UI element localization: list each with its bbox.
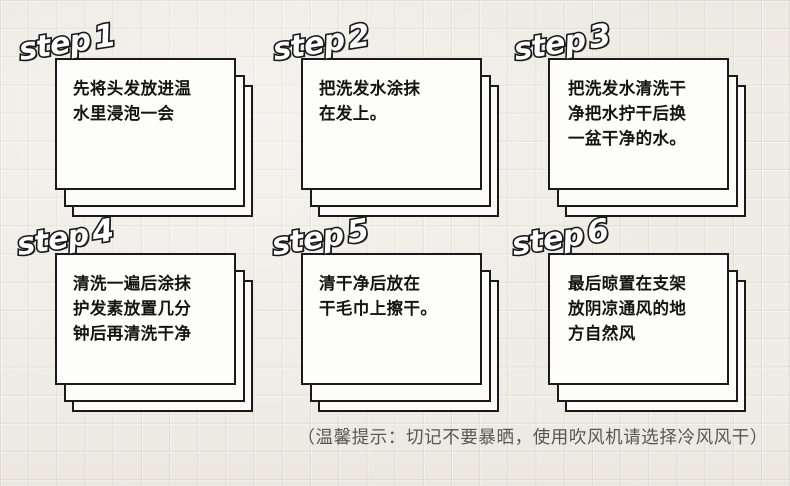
card-front-6 xyxy=(548,253,729,385)
step-label-number-1: 1 xyxy=(90,16,120,58)
step-text-3: 把洗发水清洗干 净把水拧干后换 一盆干净的水。 xyxy=(568,79,687,148)
step-card-2: 把洗发水涂抹 在发上。 step2 xyxy=(269,16,547,258)
card-front-2 xyxy=(301,58,482,190)
step-card-3: 把洗发水清洗干 净把水拧干后换 一盆干净的水。 step3 xyxy=(510,16,790,258)
step-text-5: 清干净后放在 干毛巾上擦干。 xyxy=(319,274,438,318)
step-card-1: 先将头发放进温 水里浸泡一会 step1 xyxy=(15,16,301,258)
step-card-5: 清干净后放在 干毛巾上擦干。 step5 xyxy=(268,211,547,453)
step-label-number-5: 5 xyxy=(343,211,373,253)
step-text-4: 清洗一遍后涂抹 护发素放置几分 钟后再清洗干净 xyxy=(73,274,192,343)
step-text-6: 最后晾置在支架 放阴凉通风的地 方自然风 xyxy=(568,274,687,343)
step-card-4: 清洗一遍后涂抹 护发素放置几分 钟后再清洗干净 step4 xyxy=(13,211,301,453)
card-front-4 xyxy=(55,253,236,385)
footer-tip-note: （温馨提示：切记不要暴晒，使用吹风机请选择冷风风干） xyxy=(297,428,768,448)
card-front-1 xyxy=(55,58,236,190)
step-label-number-2: 2 xyxy=(344,16,374,58)
step-label-number-6: 6 xyxy=(583,211,613,253)
card-front-5 xyxy=(301,253,482,385)
step-text-2: 把洗发水涂抹 在发上。 xyxy=(319,79,421,123)
card-front-3 xyxy=(548,58,729,190)
step-card-6: 最后晾置在支架 放阴凉通风的地 方自然风 step6 xyxy=(508,211,790,453)
step-text-1: 先将头发放进温 水里浸泡一会 xyxy=(73,79,192,123)
step-label-number-3: 3 xyxy=(585,16,615,58)
step-label-number-4: 4 xyxy=(88,211,118,253)
